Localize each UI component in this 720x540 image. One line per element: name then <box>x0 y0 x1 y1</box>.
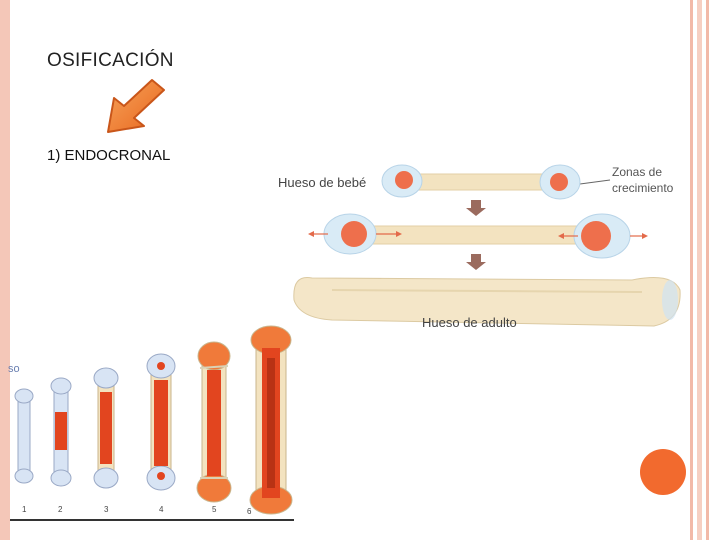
label-baby-bone: Hueso de bebé <box>278 175 366 190</box>
stage-6-bone <box>249 325 293 515</box>
stage-number: 5 <box>212 505 217 514</box>
label-growth-zones-line1: Zonas de <box>612 165 662 179</box>
label-growth-zones-line2: crecimiento <box>612 181 674 195</box>
child-bone <box>308 213 648 259</box>
stage-4-bone <box>146 353 176 491</box>
slide-title: OSIFICACIÓN <box>47 50 174 71</box>
label-adult-bone: Hueso de adulto <box>422 315 517 330</box>
orange-circle-decoration <box>640 449 686 495</box>
stage-3-bone <box>93 367 119 489</box>
adult-bone <box>293 276 681 327</box>
stage-number: 2 <box>58 505 63 514</box>
down-left-arrow-icon <box>107 79 165 133</box>
stage-number: 6 <box>247 507 252 516</box>
stage-5-bone <box>196 341 232 503</box>
stage-number: 1 <box>22 505 27 514</box>
list-item-endocronal: 1) ENDOCRONAL <box>47 147 171 164</box>
growth-down-arrow-icon <box>466 254 486 270</box>
right-border-decoration <box>690 0 693 540</box>
growth-zone-pointer <box>579 179 611 185</box>
left-border-decoration <box>0 0 10 540</box>
right-border-decoration <box>697 0 702 540</box>
partial-label: so <box>8 363 20 375</box>
baby-bone <box>381 164 581 200</box>
stage-2-bone <box>50 377 72 487</box>
bone-growth-figure: Hueso de bebé Zonas de crecimiento <box>278 164 681 330</box>
growth-down-arrow-icon <box>466 200 486 216</box>
right-border-decoration <box>706 0 709 540</box>
ossification-stages-figure: so <box>8 325 294 521</box>
stage-number: 3 <box>104 505 109 514</box>
stage-1-bone <box>14 388 34 484</box>
stage-number: 4 <box>159 505 164 514</box>
